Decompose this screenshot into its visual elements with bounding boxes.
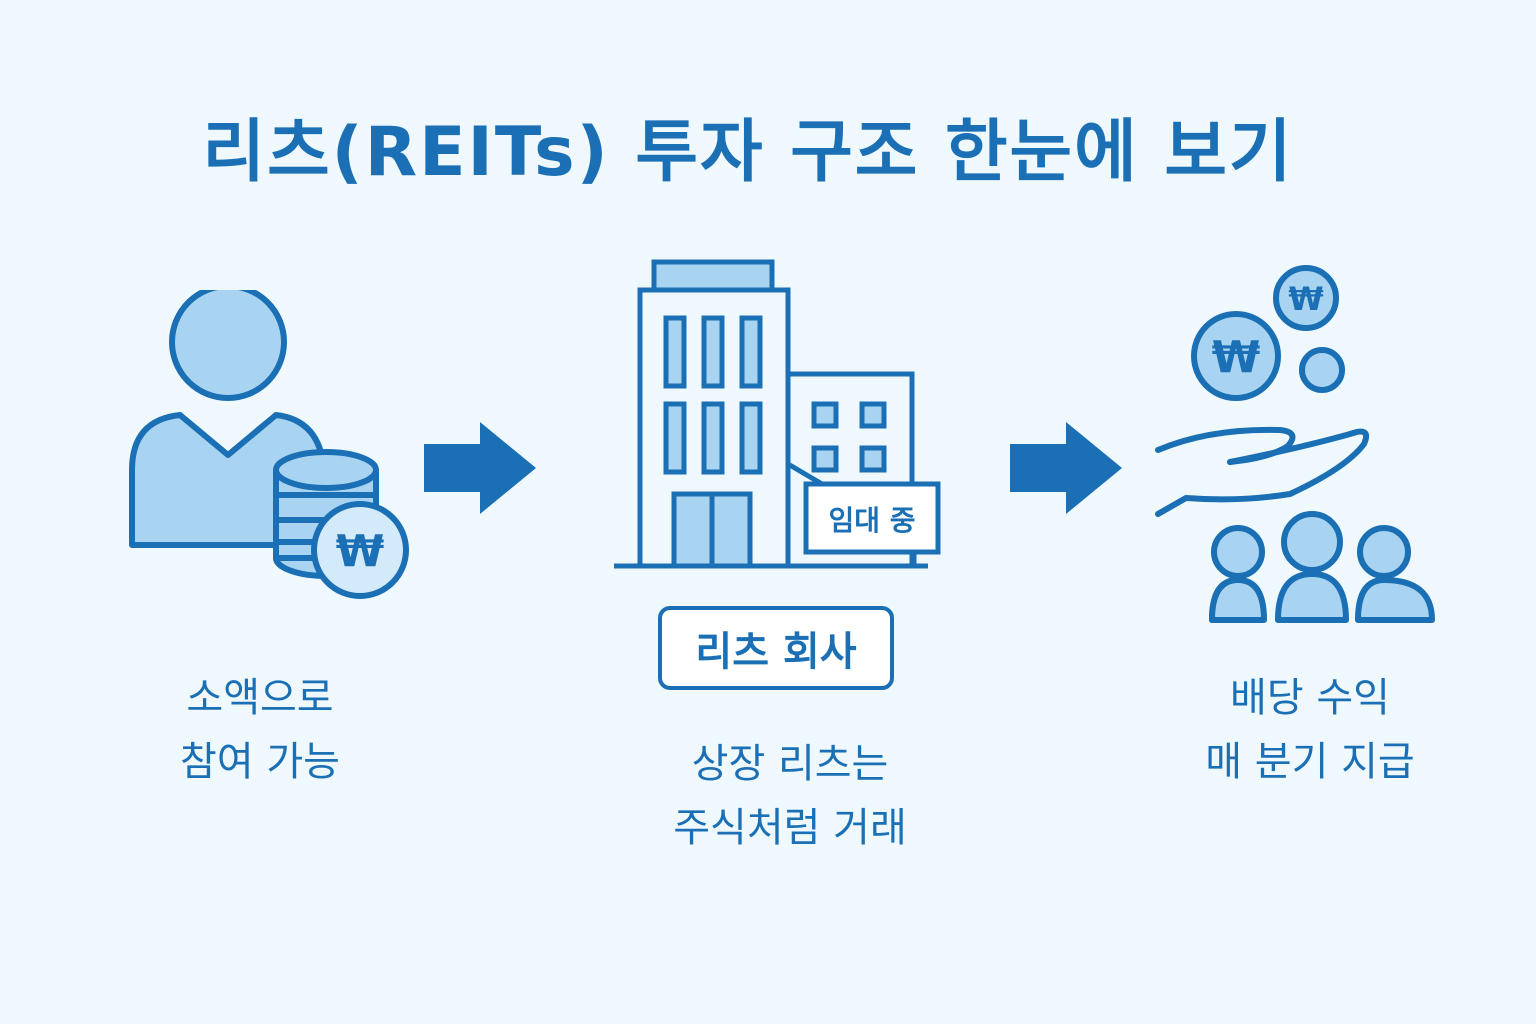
caption-line: 매 분기 지급: [1205, 739, 1415, 785]
arrow-right-icon: [424, 422, 536, 514]
lease-sign-text: 임대 중: [828, 504, 915, 537]
investor-with-coins-icon: ₩: [129, 290, 409, 599]
step-1-caption: 소액으로 참여 가능: [120, 666, 400, 794]
caption-line: 배당 수익: [1230, 675, 1390, 721]
reit-building-icon: 임대 중: [614, 259, 941, 569]
step-2-caption: 상장 리츠는 주식처럼 거래: [620, 732, 960, 860]
badge-label: 리츠 회사: [695, 629, 857, 675]
reit-company-badge: 리츠 회사: [658, 606, 894, 690]
won-coin-symbol: ₩: [336, 526, 385, 577]
dividend-hand-people-icon: ₩ ₩: [1155, 265, 1435, 623]
caption-line: 소액으로: [186, 675, 334, 721]
step-3-caption: 배당 수익 매 분기 지급: [1170, 666, 1450, 794]
caption-line: 주식처럼 거래: [673, 805, 907, 851]
page-title: 리츠(REITs) 투자 구조 한눈에 보기: [202, 113, 1294, 192]
arrow-right-icon: [1010, 422, 1122, 514]
won-coin-symbol: ₩: [1212, 332, 1261, 383]
caption-line: 참여 가능: [180, 739, 340, 785]
won-coin-symbol: ₩: [1288, 280, 1323, 318]
caption-line: 상장 리츠는: [691, 741, 889, 787]
